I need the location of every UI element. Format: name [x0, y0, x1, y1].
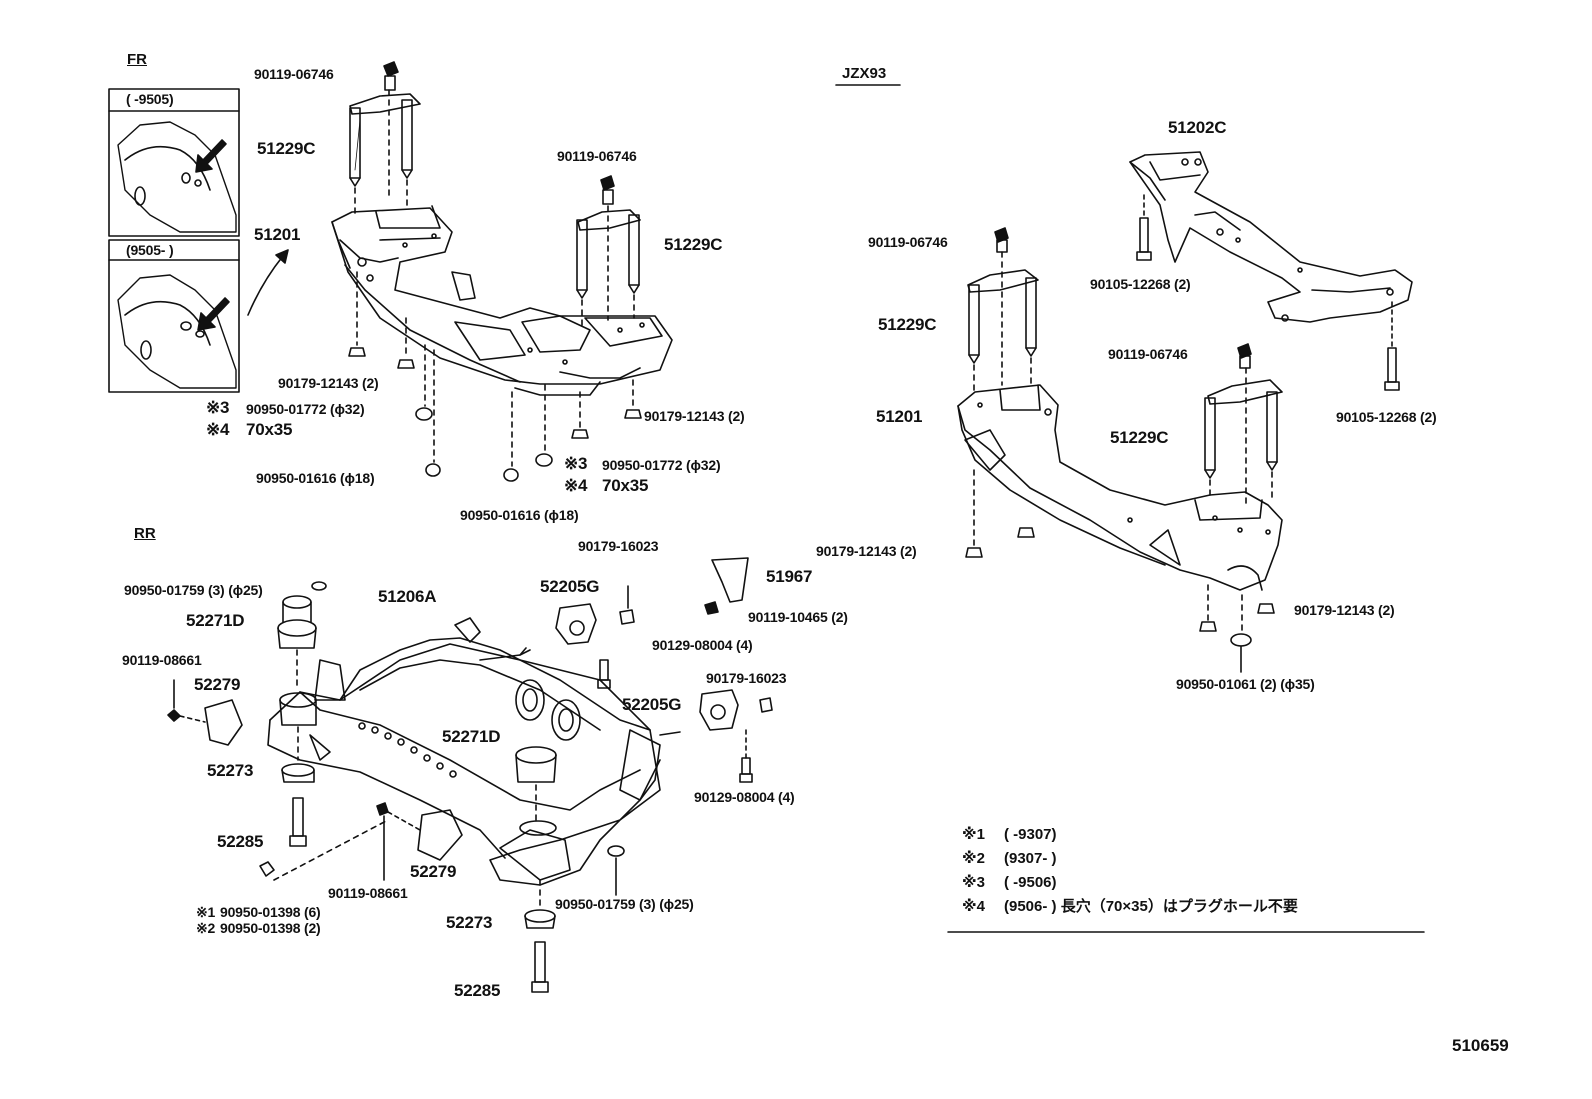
note-mark: ※2 [962, 850, 985, 867]
part-label: 51229C [1110, 428, 1169, 447]
rr-brackets [167, 679, 625, 896]
note-mark: ※3 [206, 398, 230, 417]
part-label: 90950-01398 (2) [220, 920, 321, 936]
fr-bolt-top [349, 61, 421, 201]
part-label: 52273 [207, 761, 254, 780]
note-text: (9307- ) [1004, 850, 1057, 867]
part-label: 90179-12143 (2) [1294, 602, 1395, 618]
part-label: 90950-01616 (ϕ18) [256, 470, 375, 486]
part-label: 90950-01772 (ϕ32) [246, 401, 365, 417]
curved-arrow [247, 255, 284, 316]
part-label: 52279 [194, 675, 241, 694]
fr-inset-late [108, 239, 240, 393]
part-label: 52271D [186, 611, 245, 630]
fr-stud-left [349, 99, 413, 216]
part-label: 90950-01759 (3) (ϕ25) [124, 582, 263, 598]
section-model: JZX93 [842, 65, 887, 82]
part-label: 52271D [442, 727, 501, 746]
part-label: 90119-06746 [868, 234, 948, 250]
arrow-icon [197, 297, 230, 331]
section-rear: RR [134, 525, 156, 542]
fr-bolt-right [577, 175, 641, 321]
note-mark: ※1 [962, 826, 985, 843]
jzx93-crossmember [957, 384, 1283, 591]
part-label: 90950-01061 (2) (ϕ35) [1176, 676, 1315, 692]
part-label: 90950-01398 (6) [220, 904, 321, 920]
part-label: 51229C [664, 235, 723, 254]
jzx93-fasteners [965, 469, 1275, 673]
fr-stud-right [576, 214, 640, 326]
reference-number: 510659 [1452, 1036, 1509, 1055]
part-label: 90119-08661 [328, 885, 408, 901]
part-label: 90119-08661 [122, 652, 202, 668]
note-mark: ※4 [206, 420, 230, 439]
part-label: 90129-08004 (4) [694, 789, 795, 805]
note-text: (9506- ) 長穴（70×35）はプラグホール不要 [1004, 898, 1298, 915]
inset-early-label: ( -9505) [126, 91, 174, 107]
part-label: 70x35 [602, 476, 649, 495]
part-label: 51201 [254, 225, 301, 244]
jzx93-studs [967, 227, 1283, 506]
part-label: 70x35 [246, 420, 293, 439]
part-label: 51229C [257, 139, 316, 158]
rr-mounts [555, 557, 773, 783]
part-label: 52205G [540, 577, 600, 596]
part-label: 51229C [878, 315, 937, 334]
part-label: 52285 [217, 832, 264, 851]
part-label: 90119-06746 [557, 148, 637, 164]
part-label: 52285 [454, 981, 501, 1000]
note-text: ( -9506) [1004, 874, 1057, 891]
jzx93-upper-member [1129, 151, 1413, 391]
part-label: 52273 [446, 913, 493, 932]
rr-subframe [267, 617, 681, 886]
note-mark: ※4 [564, 476, 588, 495]
note-mark: ※3 [564, 454, 588, 473]
part-label: 90950-01759 (3) (ϕ25) [555, 896, 694, 912]
note-text: ( -9307) [1004, 826, 1057, 843]
part-label: 90129-08004 (4) [652, 637, 753, 653]
note-mark: ※2 [196, 920, 216, 936]
part-label: 90950-01772 (ϕ32) [602, 457, 721, 473]
section-front: FR [127, 51, 147, 68]
part-label: 90179-16023 [706, 670, 787, 686]
inset-late-label: (9505- ) [126, 242, 174, 258]
fr-inset-early [108, 88, 240, 237]
part-label: 90179-12143 (2) [816, 543, 917, 559]
note-mark: ※4 [962, 898, 985, 915]
part-label: 90179-16023 [578, 538, 659, 554]
part-label: 90179-12143 (2) [278, 375, 379, 391]
note-mark: ※3 [962, 874, 985, 891]
fr-crossmember [331, 205, 673, 396]
part-label: 51201 [876, 407, 923, 426]
arrow-icon [195, 139, 227, 173]
part-label: 90179-12143 (2) [644, 408, 745, 424]
part-label: 51206A [378, 587, 437, 606]
rr-bushes [277, 581, 557, 993]
note-mark: ※1 [196, 904, 216, 920]
part-label: 90105-12268 (2) [1090, 276, 1191, 292]
part-label: 52279 [410, 862, 457, 881]
part-label: 90105-12268 (2) [1336, 409, 1437, 425]
part-label: 90119-06746 [1108, 346, 1188, 362]
part-label: 90119-10465 (2) [748, 609, 848, 625]
part-label: 90119-06746 [254, 66, 334, 82]
part-label: 51202C [1168, 118, 1227, 137]
fr-fasteners [348, 271, 642, 482]
part-label: 90950-01616 (ϕ18) [460, 507, 579, 523]
part-label: 51967 [766, 567, 813, 586]
part-label: 52205G [622, 695, 682, 714]
